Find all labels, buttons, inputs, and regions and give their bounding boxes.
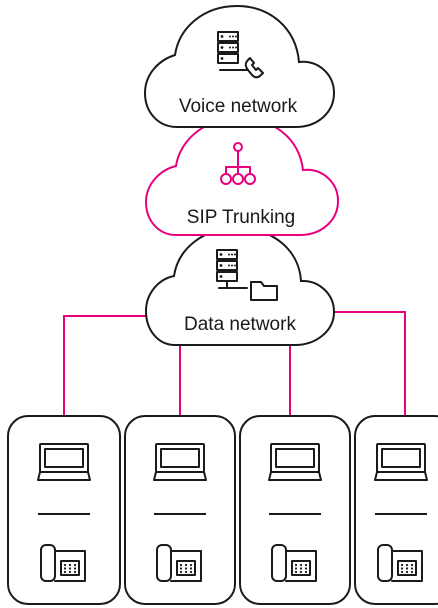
network-hub-icon (220, 142, 256, 185)
desk-phone-icon (271, 544, 317, 582)
connection-lines (63, 311, 406, 416)
endpoint-4 (354, 415, 438, 605)
desk-phone-icon (156, 544, 202, 582)
endpoint-card (124, 415, 236, 605)
data-network-label: Data network (184, 314, 296, 335)
endpoint-card (7, 415, 121, 605)
desk-phone-icon (377, 544, 423, 582)
connector-right-branch (320, 311, 406, 416)
voice-cloud-shape (143, 4, 336, 128)
sip-trunking-label: SIP Trunking (187, 207, 295, 228)
voice-network-label: Voice network (179, 96, 298, 117)
voice-network-cloud: Voice network (143, 4, 336, 128)
endpoint-2 (124, 415, 236, 605)
server-phone-icon (217, 31, 264, 79)
laptop-icon (37, 443, 91, 481)
endpoint-1 (7, 415, 121, 605)
sip-trunking-cloud: SIP Trunking (144, 116, 340, 236)
connector-left-branch (63, 315, 150, 416)
laptop-icon (268, 443, 322, 481)
laptop-icon (153, 443, 207, 481)
server-folder-icon (216, 249, 278, 301)
data-network-cloud: Data network (144, 226, 336, 346)
laptop-icon (374, 443, 428, 481)
endpoint-card (354, 415, 438, 605)
endpoint-3 (239, 415, 351, 605)
endpoint-card (239, 415, 351, 605)
desk-phone-icon (40, 544, 86, 582)
